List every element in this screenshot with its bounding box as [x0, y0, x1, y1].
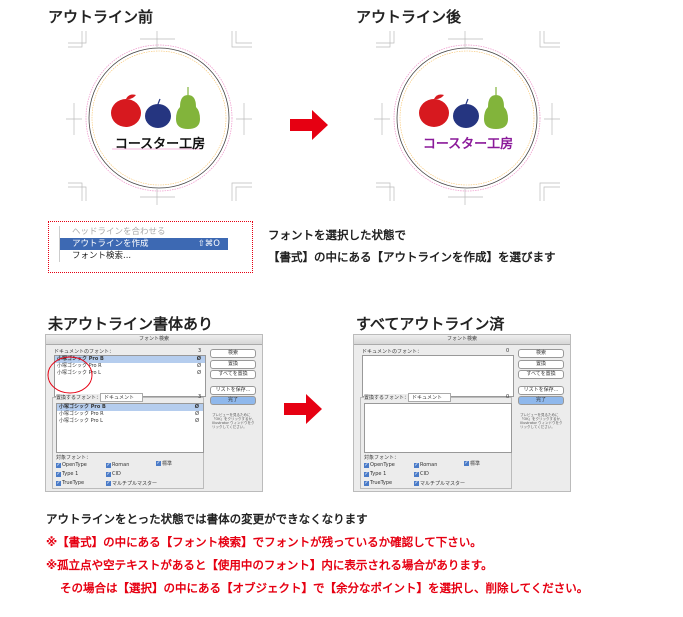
checkbox-multiple-master[interactable]: ✓マルチプルマスター — [414, 480, 466, 487]
menu-shortcut: ⇧⌘O — [197, 239, 220, 249]
dialog-title: フォント検索 — [354, 335, 570, 345]
replace-button[interactable]: 置換 — [210, 360, 256, 369]
save-list-button[interactable]: リストを保存... — [518, 386, 564, 395]
replace-select[interactable]: ドキュメント — [408, 393, 452, 402]
menu-item-label: アウトラインを作成 — [72, 239, 149, 249]
arrow-right-icon — [290, 110, 328, 140]
target-label: 対象フォント： — [364, 455, 400, 461]
replace-label: 置換するフォント： — [364, 394, 410, 401]
replace-all-button[interactable]: すべてを置換 — [518, 370, 564, 379]
menu-item-label: フォント検索... — [72, 251, 132, 261]
coaster-artwork — [66, 31, 252, 205]
checkbox-cid[interactable]: ✓CID — [414, 470, 429, 477]
find-button[interactable]: 検索 — [210, 349, 256, 358]
pear-icon — [176, 87, 200, 129]
heading-after: アウトライン後 — [356, 8, 462, 26]
note-line3: ※孤立点や空テキストがあると【使用中のフォント】内に表示される場合があります。 — [46, 558, 493, 572]
heading-missing: 未アウトライン書体あり — [48, 315, 214, 333]
replace-select[interactable]: ドキュメント — [100, 393, 144, 402]
replace-fonts-list[interactable] — [364, 403, 512, 453]
plum-icon — [453, 98, 479, 128]
note-line4: その場合は【選択】の中にある【オブジェクト】で【余分なポイント】を選択し、削除し… — [60, 581, 589, 595]
plum-icon — [145, 98, 171, 128]
instruction-line2: 【書式】の中にある【アウトラインを作成】を選びます — [268, 250, 556, 264]
find-font-dialog-after: フォント検索 ドキュメントのフォント： 0 置換するフォント： ドキュメント 0… — [353, 334, 571, 492]
help-text: プレビューを見るために「OK」をクリックするか、Illustrator ウィンド… — [520, 413, 564, 429]
replace-button[interactable]: 置換 — [518, 360, 564, 369]
target-label: 対象フォント： — [56, 455, 92, 461]
checkbox-cid[interactable]: ✓CID — [106, 470, 121, 477]
doc-fonts-count: 0 — [506, 348, 510, 354]
menu-item-create-outlines[interactable]: アウトラインを作成 ⇧⌘O — [60, 238, 228, 250]
replace-label: 置換するフォント： — [56, 394, 102, 401]
menu-item-fit-headline[interactable]: ヘッドラインを合わせる — [60, 226, 228, 238]
apple-icon — [419, 94, 449, 127]
doc-fonts-label: ドキュメントのフォント： — [54, 349, 115, 355]
checkbox-standard[interactable]: ✓標準 — [156, 460, 173, 467]
replace-count: 0 — [506, 394, 510, 400]
doc-fonts-count: 3 — [198, 348, 202, 354]
coaster-after: コースター工房 — [368, 25, 568, 205]
checkbox-type1[interactable]: ✓Type 1 — [364, 470, 387, 477]
menu-item-find-font[interactable]: フォント検索... — [60, 250, 228, 262]
coaster-before: コースター工房 — [60, 25, 260, 205]
doc-fonts-list[interactable] — [362, 355, 514, 397]
done-button[interactable]: 完了 — [518, 396, 564, 405]
type-menu-excerpt: ヘッドラインを合わせる アウトラインを作成 ⇧⌘O フォント検索... — [48, 221, 253, 273]
heading-before: アウトライン前 — [48, 8, 154, 26]
replace-all-button[interactable]: すべてを置換 — [210, 370, 256, 379]
done-button[interactable]: 完了 — [210, 396, 256, 405]
heading-done: すべてアウトライン済 — [356, 315, 505, 333]
replace-count: 3 — [198, 394, 202, 400]
menu-item-label: ヘッドラインを合わせる — [72, 227, 166, 237]
help-text: プレビューを見るために「OK」をクリックするか、Illustrator ウィンド… — [212, 413, 256, 429]
apple-icon — [111, 94, 141, 127]
coaster-artwork — [374, 31, 560, 205]
checkbox-opentype[interactable]: ✓OpenType — [364, 461, 395, 468]
highlight-circle — [47, 356, 93, 394]
logo-text: コースター工房 — [114, 137, 206, 152]
checkbox-standard[interactable]: ✓標準 — [464, 460, 481, 467]
note-line2: ※【書式】の中にある【フォント検索】でフォントが残っているか確認して下さい。 — [46, 535, 482, 549]
checkbox-opentype[interactable]: ✓OpenType — [56, 461, 87, 468]
logo-text-outlined: コースター工房 — [422, 137, 514, 152]
checkbox-truetype[interactable]: ✓TrueType — [364, 479, 393, 486]
instruction-line1: フォントを選択した状態で — [268, 228, 406, 242]
doc-fonts-label: ドキュメントのフォント： — [362, 349, 423, 355]
checkbox-roman[interactable]: ✓Roman — [414, 461, 438, 468]
checkbox-multiple-master[interactable]: ✓マルチプルマスター — [106, 480, 158, 487]
checkbox-truetype[interactable]: ✓TrueType — [56, 479, 85, 486]
arrow-right-icon — [284, 394, 322, 424]
note-line1: アウトラインをとった状態では書体の変更ができなくなります — [46, 512, 368, 526]
find-button[interactable]: 検索 — [518, 349, 564, 358]
checkbox-roman[interactable]: ✓Roman — [106, 461, 130, 468]
checkbox-type1[interactable]: ✓Type 1 — [56, 470, 79, 477]
save-list-button[interactable]: リストを保存... — [210, 386, 256, 395]
dialog-title: フォント検索 — [46, 335, 262, 345]
pear-icon — [484, 87, 508, 129]
